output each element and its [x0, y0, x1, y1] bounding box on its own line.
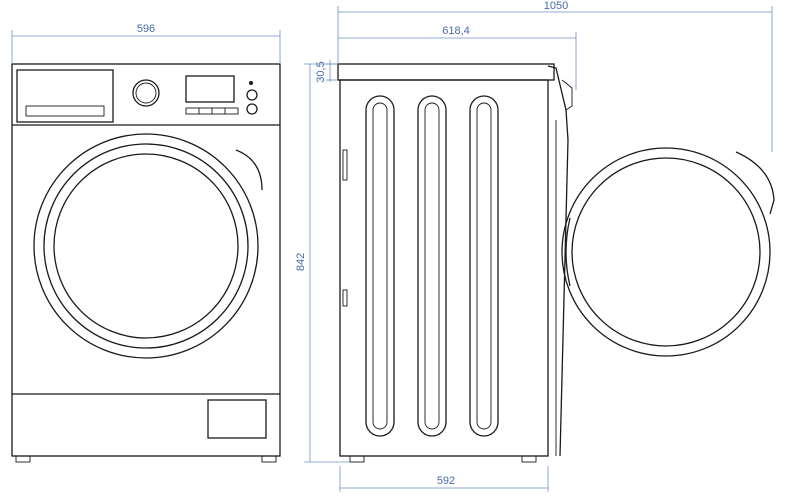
power-button — [246, 103, 258, 115]
filter-hatch — [207, 399, 267, 439]
front-door-outer — [33, 133, 259, 359]
open-door-handle — [735, 151, 775, 215]
start-button — [246, 89, 258, 101]
front-door-glass — [53, 153, 239, 339]
side-rib-1 — [365, 95, 395, 437]
open-door — [561, 147, 775, 357]
front-body-outline — [11, 63, 281, 457]
dimension-side-base-depth: 592 — [339, 466, 549, 492]
front-door-ring — [43, 143, 249, 349]
detergent-drawer-handle — [25, 105, 105, 117]
dimension-label-total-height: 842 — [295, 253, 307, 271]
side-foot-rear — [349, 455, 365, 463]
open-door-glass — [571, 157, 761, 347]
indicator-dot — [249, 81, 253, 85]
front-door-handle — [235, 149, 263, 191]
side-front-profile — [547, 65, 569, 457]
dimension-side-depth: 618,4 — [338, 25, 577, 90]
side-foot-front — [521, 455, 537, 463]
dimension-label-side-depth: 618,4 — [442, 25, 470, 37]
dimension-lid-height: 30,5 — [315, 60, 338, 83]
front-foot-right — [261, 455, 277, 463]
dimension-label-side-base-depth: 592 — [437, 475, 455, 487]
dimension-label-total-depth: 1050 — [544, 0, 568, 12]
side-rib-2 — [417, 95, 447, 437]
front-foot-left — [15, 455, 31, 463]
side-lid — [337, 63, 555, 81]
display-panel — [185, 75, 235, 103]
open-door-hinge-arc — [565, 217, 571, 287]
dimension-total-depth: 1050 — [337, 0, 773, 152]
side-rib-3 — [469, 95, 499, 437]
dimension-total-height: 842 — [295, 63, 350, 463]
dimension-label-front-width: 596 — [137, 23, 155, 35]
detergent-drawer — [16, 69, 114, 123]
open-door-outer — [561, 147, 771, 357]
side-view — [337, 63, 573, 463]
dimension-label-lid-height: 30,5 — [315, 61, 327, 82]
front-view — [11, 63, 281, 463]
side-body-outline — [339, 79, 549, 457]
program-knob — [132, 79, 160, 107]
dimension-front-width: 596 — [11, 23, 281, 64]
